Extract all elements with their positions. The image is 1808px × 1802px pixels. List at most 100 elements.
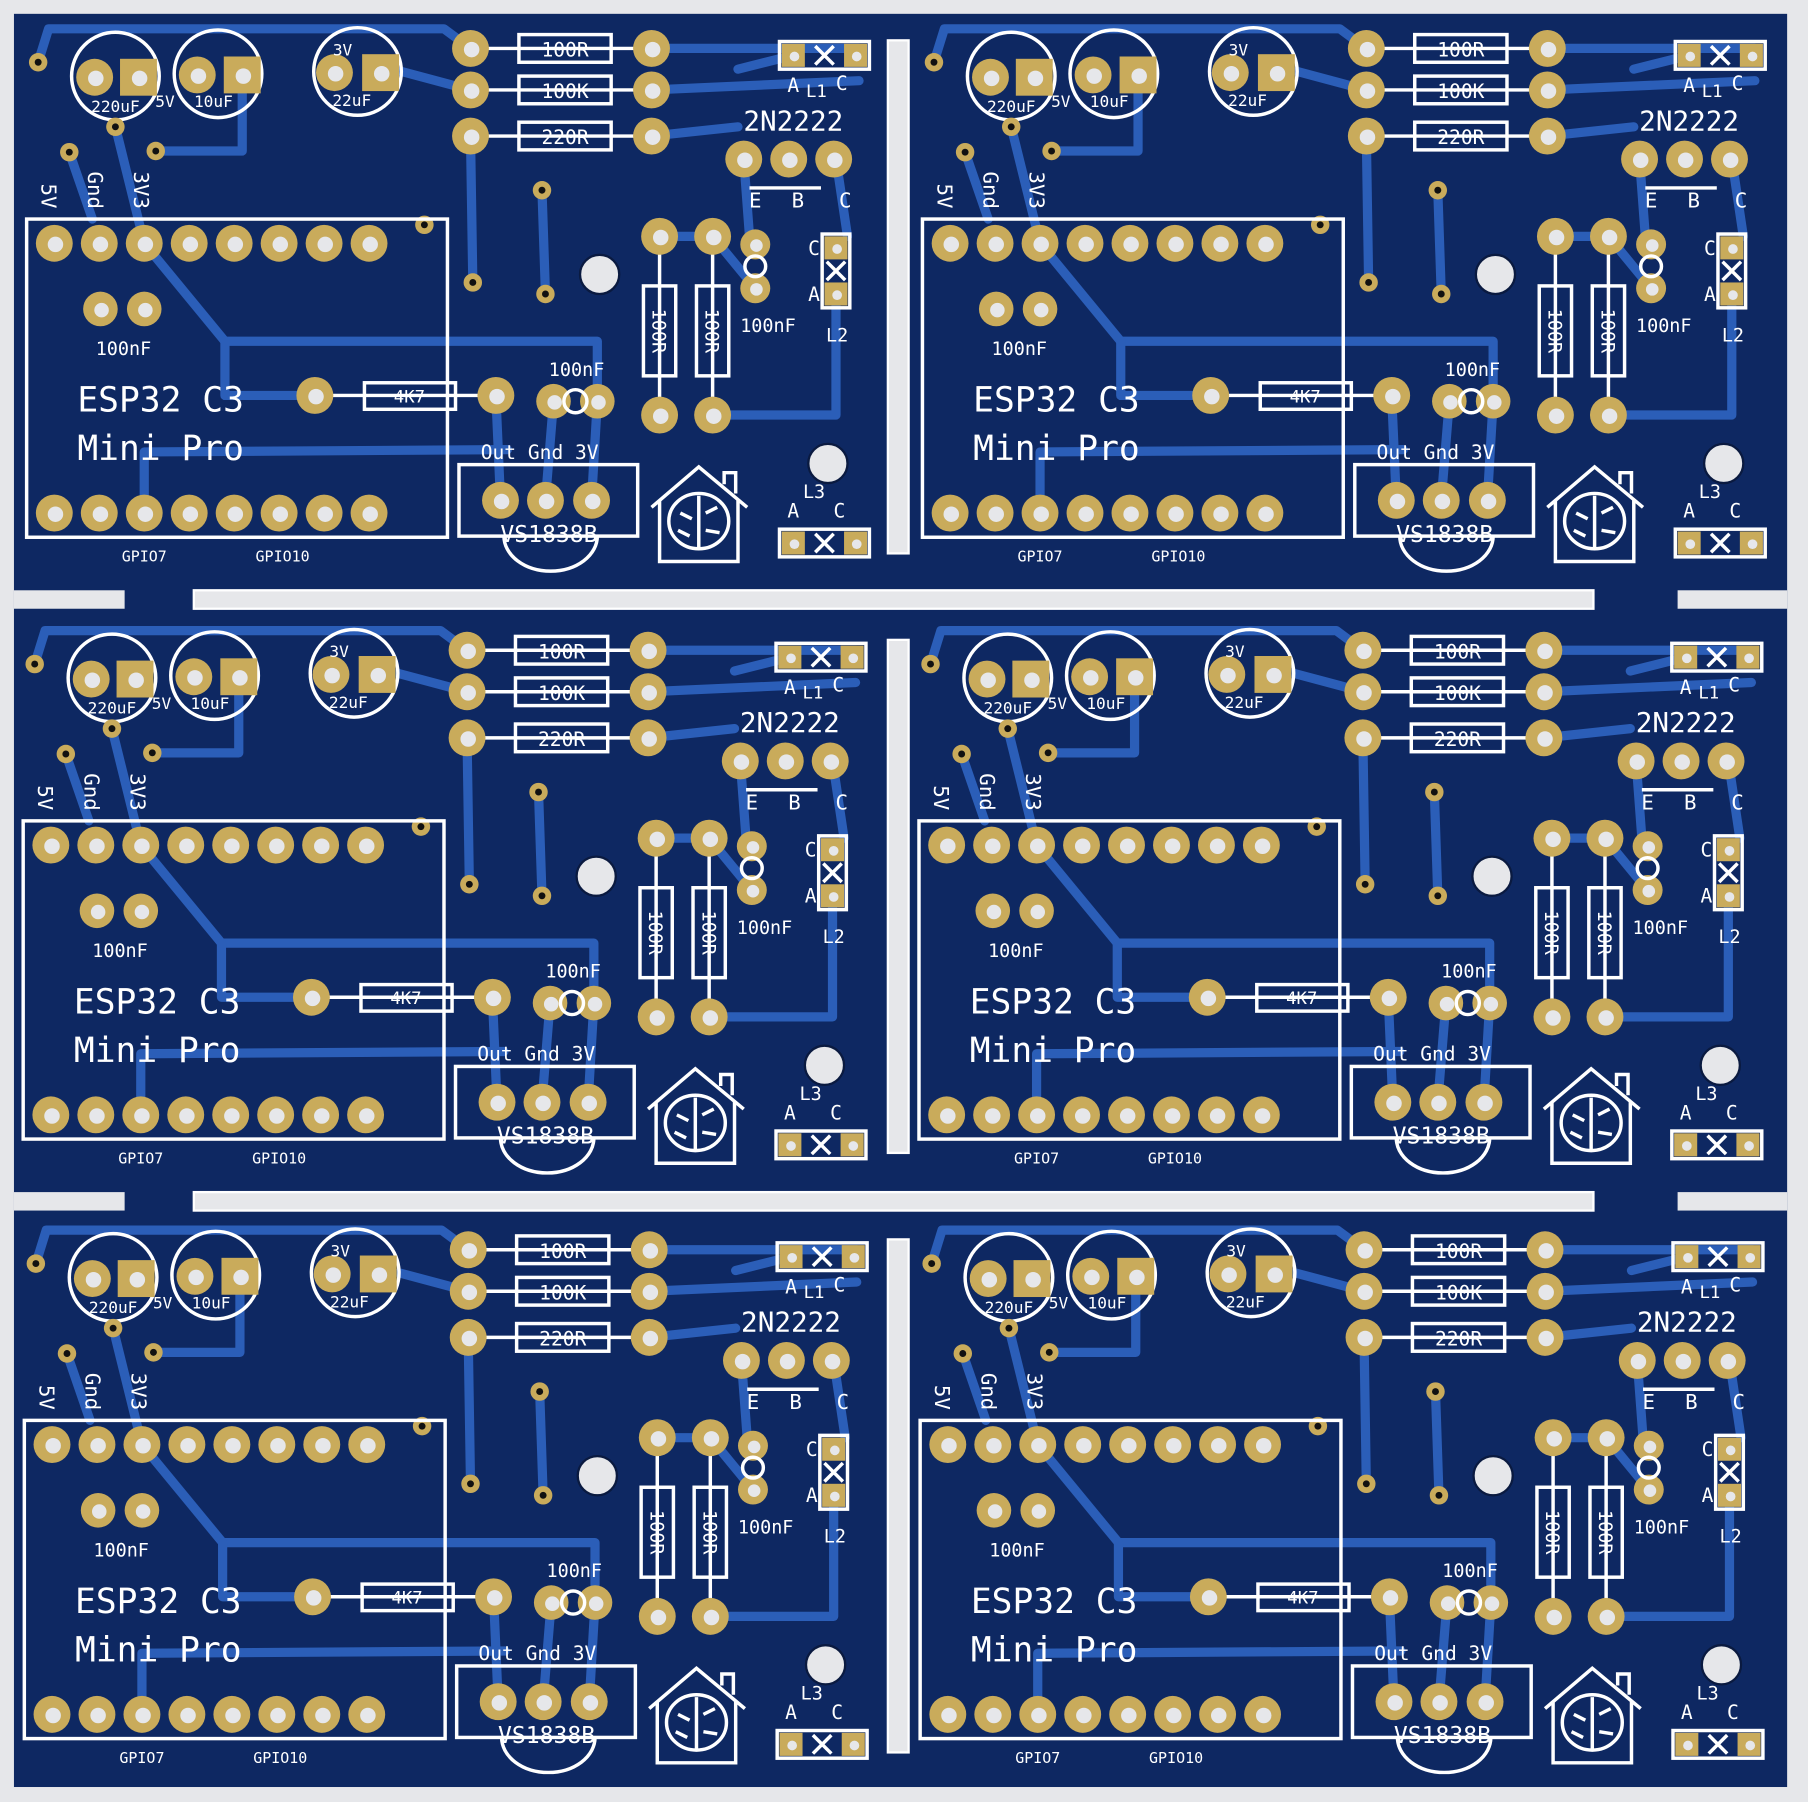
label-pin_gnd: Gnd	[976, 1373, 1000, 1410]
drill-hole	[940, 838, 956, 854]
via-hole	[1005, 1324, 1013, 1332]
copper-trace	[1542, 76, 1760, 95]
brain-detail	[1569, 1097, 1613, 1151]
drill-hole	[44, 1108, 60, 1124]
home-brain-logo	[1542, 1066, 1641, 1166]
mounting-hole	[807, 442, 849, 485]
label-l3: L3	[803, 482, 825, 503]
led-outline	[774, 1129, 868, 1161]
drill-hole	[314, 838, 330, 854]
via-hole	[63, 1350, 71, 1357]
drill-hole	[849, 1252, 860, 1263]
copper-trace	[1031, 840, 1495, 1008]
copper-trace	[151, 76, 247, 156]
label-r1: 100R	[1435, 1240, 1482, 1263]
led-outline	[775, 1728, 869, 1760]
resistor-outline	[1413, 32, 1509, 64]
copper-trace	[139, 445, 513, 518]
label-pin_gnd: Gnd	[979, 171, 1003, 208]
home-brain-logo	[648, 1665, 747, 1765]
drill-hole	[535, 1095, 551, 1112]
drill-hole	[308, 388, 324, 405]
drill-hole	[829, 1491, 840, 1502]
drill-hole	[746, 841, 760, 854]
label-cap1_v: 5V	[1051, 92, 1071, 111]
label-pin_3v3: 3V3	[1022, 1373, 1046, 1410]
label-pin_3v3: 3V3	[1025, 171, 1049, 208]
drill-hole	[1209, 1108, 1226, 1124]
drill-hole	[1255, 1438, 1272, 1454]
label-cap2: 10uF	[1087, 1294, 1126, 1313]
led-outline	[775, 1241, 869, 1273]
drill-hole	[1483, 996, 1499, 1012]
via-hole	[1004, 725, 1012, 733]
diode-mark	[1721, 260, 1743, 282]
drill-hole	[1031, 1707, 1047, 1724]
drill-hole	[943, 506, 960, 522]
drill-hole	[941, 1438, 957, 1454]
label-cap3_v: 3V	[1226, 1242, 1246, 1261]
copper-trace	[1603, 289, 1737, 420]
label-cathode: C	[834, 1273, 846, 1296]
drill-hole	[547, 395, 562, 410]
label-gpio10: GPIO10	[252, 1149, 306, 1167]
drill-hole	[1548, 229, 1565, 246]
copper-trace	[1116, 336, 1216, 401]
copper-trace	[61, 749, 94, 826]
copper-trace	[1600, 891, 1733, 1022]
copper-trace	[1113, 1537, 1213, 1602]
drill-hole	[227, 506, 244, 522]
label-r2: 100K	[541, 80, 588, 103]
drill-hole	[179, 1108, 195, 1124]
copper-trace	[1044, 1277, 1141, 1357]
resistor-outline	[1590, 284, 1627, 378]
via-hole	[1437, 290, 1445, 298]
drill-hole	[1164, 1108, 1181, 1124]
drill-hole	[1724, 892, 1735, 902]
label-base: B	[1684, 790, 1697, 814]
drill-hole	[269, 838, 285, 854]
label-module_line1: ESP32 C3	[973, 381, 1140, 421]
drill-hole	[89, 838, 105, 854]
esp32-module-outline	[21, 819, 446, 1141]
label-base: B	[788, 790, 800, 814]
label-ir_sensor: VS1838B	[498, 1723, 595, 1749]
drill-hole	[1382, 1590, 1399, 1606]
drill-hole	[848, 1141, 859, 1151]
label-ir_sensor: VS1838B	[497, 1124, 594, 1150]
ir-receiver-box	[454, 1664, 638, 1740]
copper-trace	[220, 336, 320, 401]
via-hole	[420, 221, 428, 229]
drill-hole	[314, 1108, 330, 1124]
label-cap1: 220uF	[91, 97, 140, 116]
drill-hole	[1601, 408, 1618, 424]
drill-hole	[1209, 838, 1226, 854]
drill-hole	[988, 236, 1004, 253]
drill-hole	[461, 1284, 478, 1301]
drill-hole	[1357, 1330, 1373, 1347]
label-r_v2: 100R	[697, 911, 718, 956]
electrolytic-capacitor-outline	[1068, 28, 1160, 120]
drill-hole	[1078, 506, 1094, 522]
mounting-hole	[804, 1644, 847, 1686]
label-l3: L3	[801, 1683, 823, 1704]
label-r_4k7: 4K7	[1287, 1589, 1318, 1609]
label-gpio7: GPIO7	[1014, 1149, 1059, 1167]
ir-receiver-outline	[499, 1737, 597, 1775]
copper-trace	[139, 238, 602, 406]
copper-trace	[533, 787, 547, 901]
label-anode: A	[1681, 1276, 1693, 1299]
drill-hole	[644, 41, 661, 58]
drill-hole	[1432, 1695, 1448, 1711]
drill-hole	[1074, 838, 1091, 854]
copper-trace	[218, 1537, 318, 1602]
label-r_v1: 100R	[645, 1510, 666, 1555]
drill-hole	[536, 1695, 553, 1711]
label-l1: L1	[803, 684, 824, 704]
resistor-outline	[1413, 120, 1509, 152]
label-emitter: E	[747, 1390, 760, 1414]
diode-mark	[814, 44, 835, 66]
label-l3: L3	[1695, 1084, 1717, 1105]
drill-hole	[92, 236, 109, 253]
label-collector: C	[1735, 189, 1748, 213]
